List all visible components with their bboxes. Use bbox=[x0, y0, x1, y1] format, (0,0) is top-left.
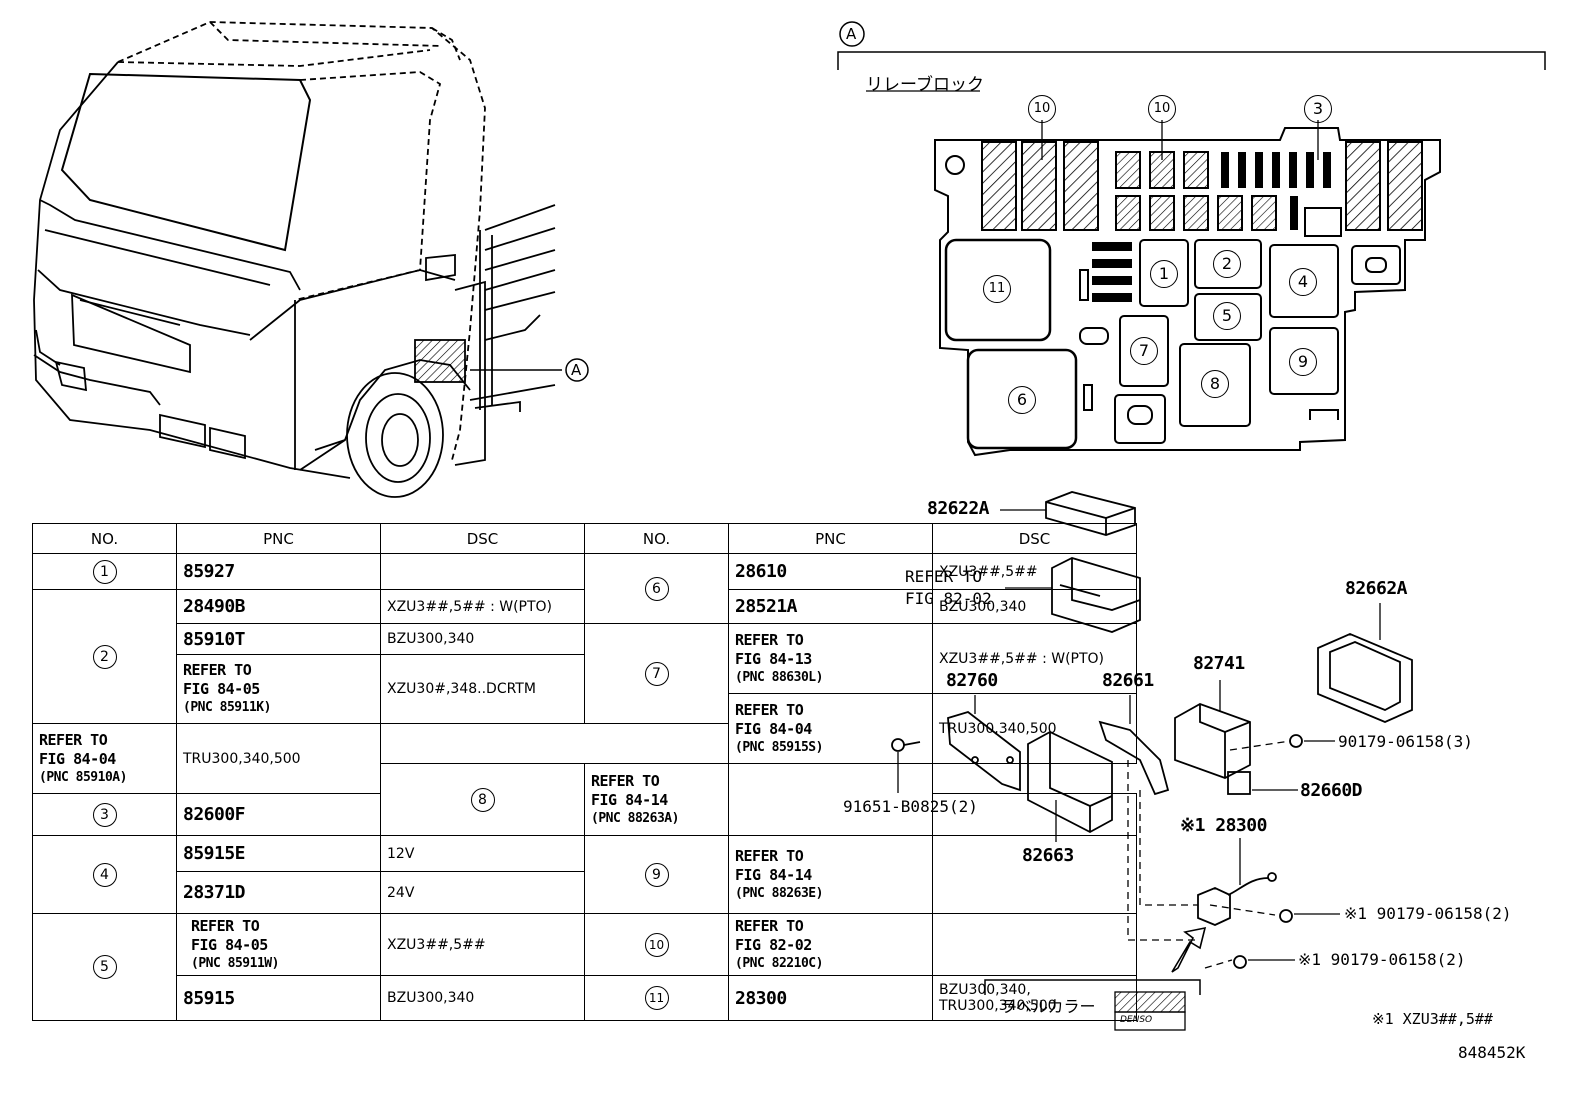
dsc-cell: BZU300,340, TRU300,340,500 bbox=[932, 975, 1137, 1021]
part-82622A: 82622A bbox=[927, 498, 990, 519]
dsc-cell bbox=[932, 913, 1137, 976]
callout-a-truck: A bbox=[571, 361, 582, 379]
pnc-cell: 28521A bbox=[728, 589, 933, 624]
dsc-cell: TRU300,340,500 bbox=[176, 723, 381, 794]
item-no: 9 bbox=[584, 835, 729, 914]
dsc-cell: XZU3##,5## : W(PTO) bbox=[932, 623, 1137, 694]
part-28300: ※1 28300 bbox=[1180, 815, 1267, 836]
dsc-cell: BZU300,340 bbox=[932, 589, 1137, 624]
part-90179-2b: ※1 90179-06158(2) bbox=[1298, 950, 1466, 969]
pnc-cell: 85915 bbox=[176, 975, 381, 1021]
pnc-cell: 28490B bbox=[176, 589, 381, 624]
relay-slot-4: 4 bbox=[1289, 268, 1317, 296]
pnc-cell: REFER TO FIG 84-05 (PNC 85911W) bbox=[176, 913, 381, 976]
relay-slot-8: 8 bbox=[1201, 370, 1229, 398]
relay-block bbox=[934, 120, 1441, 457]
table-row: 28371D 24V bbox=[33, 871, 1137, 914]
dsc-cell bbox=[932, 793, 1137, 836]
truck-illustration bbox=[33, 21, 562, 498]
part-90179-3: 90179-06158(3) bbox=[1338, 732, 1473, 751]
dsc-cell: TRU300,340,500 bbox=[932, 693, 1137, 764]
relay-slot-2: 2 bbox=[1213, 250, 1241, 278]
item-no: 8 bbox=[380, 763, 585, 836]
item-no: 11 bbox=[584, 975, 729, 1021]
relay-slot-9: 9 bbox=[1289, 348, 1317, 376]
relay-slot-11: 11 bbox=[983, 275, 1011, 303]
pnc-cell: 82600F bbox=[176, 793, 381, 836]
part-82741: 82741 bbox=[1193, 653, 1245, 674]
table-row: 5 REFER TO FIG 84-05 (PNC 85911W) XZU3##… bbox=[32, 913, 1137, 1021]
table-header: NO. PNC DSC NO. PNC DSC bbox=[32, 523, 1137, 554]
dsc-cell: XZU3##,5## bbox=[932, 553, 1137, 590]
dsc-cell: BZU300,340 bbox=[380, 623, 585, 655]
col-dsc-2: DSC bbox=[932, 523, 1137, 554]
pnc-cell: REFER TO FIG 84-05 (PNC 85911K) bbox=[176, 654, 381, 724]
col-dsc: DSC bbox=[380, 523, 585, 554]
pnc-cell: REFER TO FIG 84-13 (PNC 88630L) bbox=[728, 623, 933, 694]
dsc-cell: XZU3##,5## bbox=[380, 913, 585, 976]
col-pnc-2: PNC bbox=[728, 523, 933, 554]
table-row: 2 28490B XZU3##,5## : W(PTO) 28521A BZU3… bbox=[32, 589, 1137, 724]
relay-slot-6: 6 bbox=[1008, 386, 1036, 414]
dsc-cell bbox=[728, 763, 933, 836]
relay-slot-7: 7 bbox=[1130, 337, 1158, 365]
dsc-cell: BZU300,340 bbox=[380, 975, 585, 1021]
relay-slot-1: 1 bbox=[1150, 260, 1178, 288]
pnc-cell: REFER TO FIG 82-02 (PNC 82210C) bbox=[728, 913, 933, 976]
dsc-cell bbox=[380, 553, 585, 590]
parts-table: NO. PNC DSC NO. PNC DSC 1 85927 6 28610 … bbox=[32, 523, 1137, 1021]
pnc-cell: 28610 bbox=[728, 553, 933, 590]
item-no: 7 bbox=[584, 623, 729, 724]
pnc-cell: 85927 bbox=[176, 553, 381, 590]
dsc-cell bbox=[932, 835, 1137, 914]
table-row: 85910T BZU300,340 7 REFER TO FIG 84-13 (… bbox=[33, 623, 1137, 724]
pnc-cell: REFER TO FIG 84-14 (PNC 88263E) bbox=[728, 835, 933, 914]
part-82662A: 82662A bbox=[1345, 578, 1408, 599]
dsc-cell: XZU30#,348..DCRTM bbox=[380, 654, 585, 724]
relay-slot-10a: 10 bbox=[1028, 95, 1056, 123]
item-no: 3 bbox=[32, 793, 177, 836]
part-90179-2a: ※1 90179-06158(2) bbox=[1344, 904, 1512, 923]
illustration-id: 848452K bbox=[1458, 1043, 1526, 1062]
pnc-cell: 85910T bbox=[176, 623, 381, 655]
pnc-cell: REFER TO FIG 84-04 (PNC 85910A) bbox=[32, 723, 177, 794]
pnc-cell: 28371D bbox=[176, 871, 381, 914]
pnc-cell: REFER TO FIG 84-04 (PNC 85915S) bbox=[728, 693, 933, 764]
col-pnc: PNC bbox=[176, 523, 381, 554]
pnc-cell: REFER TO FIG 84-14 (PNC 88263A) bbox=[584, 763, 729, 836]
item-no: 4 bbox=[32, 835, 177, 914]
table-row: 4 85915E 12V 9 REFER TO FIG 84-14 (PNC 8… bbox=[32, 835, 1137, 914]
dsc-cell: 12V bbox=[380, 835, 585, 872]
table-row: 1 85927 6 28610 XZU3##,5## bbox=[32, 553, 1137, 624]
dsc-cell: 24V bbox=[380, 871, 585, 914]
item-no: 6 bbox=[584, 553, 729, 624]
relay-slot-3: 3 bbox=[1304, 95, 1332, 123]
table-row: REFER TO FIG 84-04 (PNC 85915S) TRU300,3… bbox=[33, 693, 1137, 764]
relay-slot-10b: 10 bbox=[1148, 95, 1176, 123]
dsc-cell: XZU3##,5## : W(PTO) bbox=[380, 589, 585, 624]
item-no: 10 bbox=[584, 913, 729, 976]
pnc-cell: 85915E bbox=[176, 835, 381, 872]
table-row: REFER TO FIG 84-04 (PNC 85910A) TRU300,3… bbox=[32, 723, 1137, 794]
col-no-2: NO. bbox=[584, 523, 729, 554]
item-no: 5 bbox=[32, 913, 177, 1021]
item-no: 1 bbox=[32, 553, 177, 590]
part-82660D: 82660D bbox=[1300, 780, 1363, 801]
relay-block-title: リレーブロック bbox=[866, 75, 984, 95]
pnc-cell: 28300 bbox=[728, 975, 933, 1021]
table-row: REFER TO FIG 84-05 (PNC 85911K) XZU30#,3… bbox=[33, 654, 1137, 724]
callout-a-header: A bbox=[846, 25, 857, 43]
relay-slot-5: 5 bbox=[1213, 302, 1241, 330]
footnote: ※1 XZU3##,5## bbox=[1372, 1010, 1493, 1028]
table-row: 8 REFER TO FIG 84-14 (PNC 88263A) bbox=[33, 763, 1137, 836]
table-row: 85915 BZU300,340 11 28300 BZU300,340, TR… bbox=[33, 975, 1137, 1021]
item-no: 2 bbox=[32, 589, 177, 724]
col-no: NO. bbox=[32, 523, 177, 554]
